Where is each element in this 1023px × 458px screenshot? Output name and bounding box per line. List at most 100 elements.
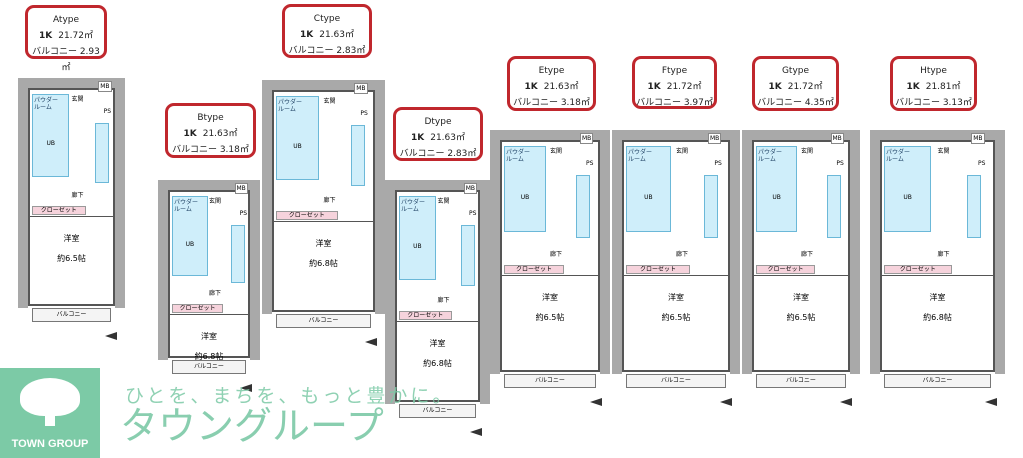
north-arrow-icon	[590, 398, 602, 406]
mb: MB	[971, 133, 985, 144]
powder-room-label: パウダールーム	[278, 99, 303, 113]
room-name: 洋室	[668, 293, 684, 302]
tree-icon	[20, 378, 80, 416]
wall	[480, 192, 490, 404]
type-name: Ctype	[313, 14, 341, 24]
mb: MB	[463, 183, 478, 194]
balcony: バルコニー	[32, 308, 111, 322]
balcony-area: バルコニー 2.83㎡	[285, 43, 369, 59]
entrance: 玄関	[209, 198, 222, 205]
balcony: バルコニー	[504, 374, 596, 388]
area: 21.63㎡	[430, 133, 465, 143]
layout-area: 1K 21.63㎡	[168, 126, 253, 142]
area: 21.63㎡	[202, 129, 238, 139]
layout: 1K	[524, 82, 538, 92]
type-name: Dtype	[424, 117, 452, 127]
entrance: 玄関	[801, 148, 814, 155]
tagline: ひとを、まちを、もっと豊かに。	[125, 385, 455, 407]
floor-plan: UB パウダールーム 玄関 MB PS 廊下 クローゼット 洋室 約6.8帖 バ…	[158, 180, 260, 398]
layout: 1K	[299, 30, 314, 40]
balcony-value: 2.93㎡	[61, 47, 100, 73]
floor-plan: UB パウダールーム 玄関 MB PS 廊下 クローゼット 洋室 約6.5帖 バ…	[18, 78, 125, 346]
wall	[490, 142, 500, 374]
balcony-value: 3.18㎡	[560, 98, 590, 108]
ps: PS	[714, 160, 722, 167]
room-name: 洋室	[793, 293, 809, 302]
entrance: 玄関	[71, 96, 84, 103]
mb: MB	[580, 133, 594, 144]
powder-room-label: パウダールーム	[628, 149, 653, 163]
ps: PS	[586, 160, 594, 167]
layout: 1K	[768, 82, 782, 92]
closet: クローゼット	[276, 211, 338, 220]
north-arrow-icon	[985, 398, 997, 406]
balcony-label: バルコニー	[288, 46, 334, 56]
entrance: 玄関	[676, 148, 689, 155]
powder-room-label: パウダールーム	[506, 149, 531, 163]
balcony: バルコニー	[399, 404, 476, 418]
closet: クローゼット	[399, 311, 452, 320]
layout: 1K	[410, 133, 425, 143]
partition	[272, 221, 375, 222]
layout: 1K	[647, 82, 661, 92]
type-name: Gtype	[781, 66, 810, 76]
balcony-label: バルコニー	[895, 98, 940, 108]
closet: クローゼット	[626, 265, 690, 274]
laundry-space	[231, 225, 246, 284]
town-group-logo: TOWN GROUP	[0, 368, 100, 458]
balcony-area: バルコニー 3.18㎡	[168, 142, 253, 158]
hall: 廊下	[323, 197, 336, 204]
layout: 1K	[38, 31, 53, 41]
balcony-value: 3.13㎡	[942, 98, 972, 108]
bathroom: UB	[504, 146, 546, 233]
room-size: 約6.8帖	[423, 359, 452, 368]
closet: クローゼット	[756, 265, 815, 274]
balcony-area: バルコニー 4.35㎡	[755, 95, 836, 111]
entrance: 玄関	[437, 198, 450, 205]
bathroom: UB	[884, 146, 932, 233]
balcony-area: バルコニー 3.13㎡	[893, 95, 974, 111]
balcony-value: 3.18㎡	[219, 145, 249, 155]
wall	[158, 192, 168, 360]
type-name: Atype	[52, 15, 80, 25]
type-name: Etype	[538, 66, 565, 76]
north-arrow-icon	[470, 428, 482, 436]
type-name: Ftype	[661, 66, 688, 76]
powder-room-label: パウダールーム	[34, 97, 59, 111]
ps: PS	[836, 160, 844, 167]
wall	[385, 192, 395, 404]
hall: 廊下	[550, 251, 563, 258]
hall: 廊下	[209, 290, 222, 297]
floor-plan: UB パウダールーム 玄関 MB PS 廊下 クローゼット 洋室 約6.8帖 バ…	[385, 180, 490, 442]
wall	[742, 142, 752, 374]
ps: PS	[103, 108, 112, 115]
north-arrow-icon	[240, 384, 252, 392]
balcony: バルコニー	[626, 374, 726, 388]
balcony-value: 2.83㎡	[336, 46, 366, 56]
bathroom: UB	[32, 94, 70, 177]
balcony-area: バルコニー 3.97㎡	[635, 95, 714, 111]
partition	[622, 275, 730, 276]
bathroom: UB	[399, 196, 436, 281]
laundry-space	[704, 175, 719, 238]
balcony: バルコニー	[276, 314, 371, 328]
area: 21.72㎡	[666, 82, 702, 92]
room-size: 約6.5帖	[535, 313, 565, 322]
layout: 1K	[183, 129, 197, 139]
layout-area: 1K 21.63㎡	[396, 130, 480, 146]
entrance: 玄関	[323, 98, 336, 105]
hall: 廊下	[801, 251, 814, 258]
hall: 廊下	[437, 297, 450, 304]
floor-plan: UB パウダールーム 玄関 MB PS 廊下 クローゼット 洋室 約6.5帖 バ…	[612, 130, 740, 412]
laundry-space	[967, 175, 982, 238]
balcony: バルコニー	[172, 360, 246, 374]
ps: PS	[978, 160, 986, 167]
room-size: 約6.8帖	[923, 313, 952, 322]
type-name: Btype	[197, 113, 224, 123]
balcony-value: 4.35㎡	[804, 98, 834, 108]
